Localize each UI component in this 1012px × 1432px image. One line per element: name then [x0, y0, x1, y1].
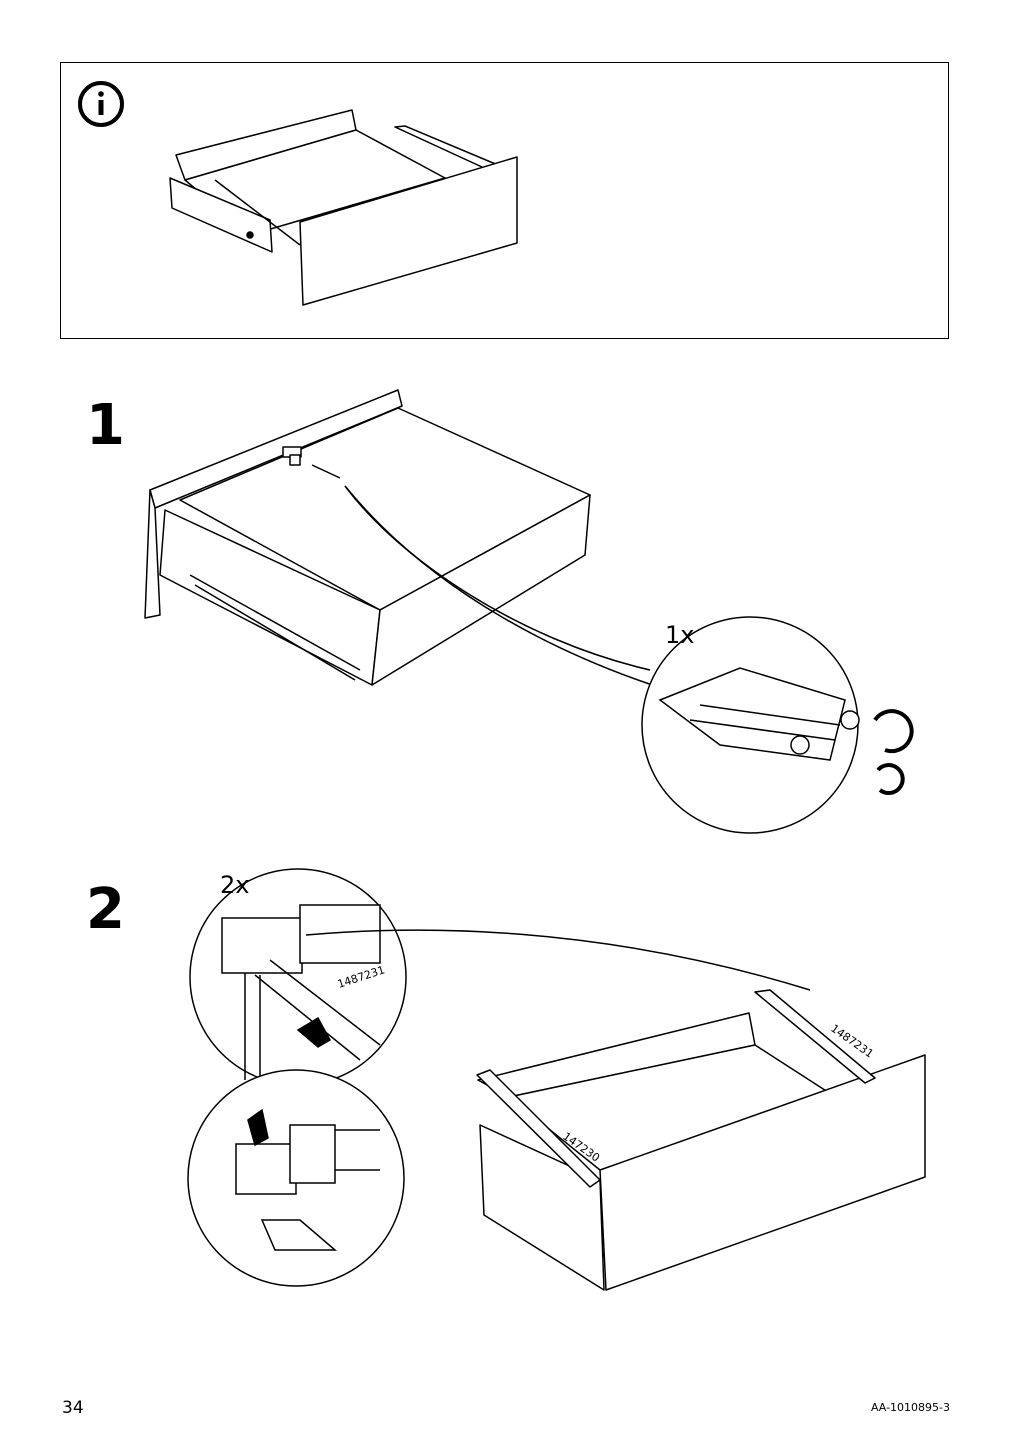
step-number: 1 — [86, 393, 125, 458]
info-icon — [78, 81, 124, 127]
step-2-drawer — [305, 929, 926, 1291]
step-number: 2 — [86, 877, 125, 942]
page-number: 34 — [62, 1398, 84, 1418]
step-2-quantity-label: 2x — [220, 871, 249, 899]
drawer-illustration-info — [169, 109, 518, 306]
document-code: AA-1010895-3 — [870, 1401, 950, 1414]
step-1-quantity-label: 1x — [665, 621, 694, 649]
step-2-detail-top — [189, 868, 407, 1086]
step-2-detail-bottom — [187, 1069, 405, 1287]
info-panel — [60, 62, 949, 339]
step-1-detail-callout — [344, 485, 914, 834]
step-1-drawer — [144, 389, 591, 686]
